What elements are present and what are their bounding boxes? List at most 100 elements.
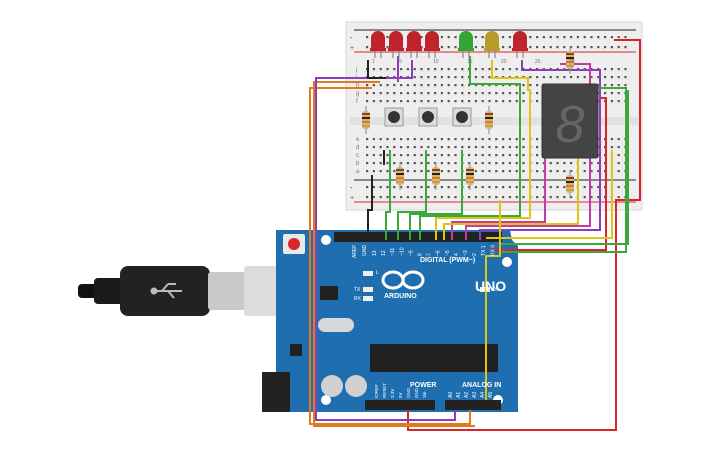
- breadboard-hole: [610, 138, 613, 141]
- breadboard-hole: [474, 138, 477, 141]
- breadboard-hole: [440, 36, 443, 39]
- led[interactable]: [458, 31, 474, 58]
- wire-purple-2[interactable]: [479, 60, 601, 240]
- row-letter: c: [356, 153, 359, 159]
- breadboard-hole: [576, 36, 579, 39]
- resistor[interactable]: [566, 46, 574, 74]
- breadboard-hole: [604, 92, 607, 95]
- wire-purple[interactable]: [315, 60, 456, 421]
- wire-power-red[interactable]: [407, 39, 641, 431]
- power-pin-label: 5V: [398, 392, 403, 398]
- breadboard-hole: [366, 36, 369, 39]
- resistor[interactable]: [466, 162, 474, 190]
- led[interactable]: [370, 31, 386, 58]
- wire-magenta[interactable]: [465, 63, 591, 240]
- digital-pin-label: 13: [372, 250, 378, 256]
- breadboard-hole: [366, 170, 369, 173]
- breadboard-hole: [610, 68, 613, 71]
- wire-green[interactable]: [419, 56, 521, 240]
- led[interactable]: [388, 31, 404, 58]
- breadboard-hole: [481, 46, 484, 49]
- resistor[interactable]: [396, 162, 404, 190]
- power-pin-label: RESET: [382, 383, 387, 398]
- breadboard-hole: [461, 84, 464, 87]
- resistor[interactable]: [485, 106, 493, 134]
- wire-yellow-3[interactable]: [485, 200, 501, 400]
- breadboard-hole: [427, 76, 430, 79]
- resistor[interactable]: [566, 170, 574, 198]
- breadboard-hole: [474, 76, 477, 79]
- wire-yellow[interactable]: [435, 60, 531, 240]
- wire-black[interactable]: [367, 175, 373, 240]
- breadboard-hole: [590, 186, 593, 189]
- breadboard-hole: [386, 84, 389, 87]
- breadboard-hole: [597, 46, 600, 49]
- breadboard-hole: [474, 170, 477, 173]
- reset-button[interactable]: [288, 238, 300, 250]
- breadboard-hole: [447, 68, 450, 71]
- breadboard-hole: [366, 146, 369, 149]
- row-letter: h: [356, 83, 359, 89]
- breadboard-hole: [563, 76, 566, 79]
- led[interactable]: [484, 31, 500, 58]
- breadboard-hole: [563, 36, 566, 39]
- led[interactable]: [406, 31, 422, 58]
- led-row: [370, 31, 528, 58]
- resistor[interactable]: [362, 106, 370, 134]
- breadboard-hole: [406, 146, 409, 149]
- led[interactable]: [424, 31, 440, 58]
- breadboard-hole: [454, 154, 457, 157]
- wire-magenta-2[interactable]: [451, 150, 546, 240]
- breadboard-hole: [413, 146, 416, 149]
- breadboard-hole: [549, 162, 552, 165]
- pushbutton[interactable]: [452, 107, 472, 127]
- breadboard-hole: [447, 162, 450, 165]
- breadboard-hole: [406, 186, 409, 189]
- wire-yellow-2[interactable]: [443, 150, 579, 240]
- wire-green-2[interactable]: [500, 90, 629, 245]
- breadboard-hole: [597, 36, 600, 39]
- breadboard-hole: [604, 84, 607, 87]
- column-number: 20: [501, 59, 507, 65]
- breadboard-hole: [420, 186, 423, 189]
- breadboard-hole: [617, 68, 620, 71]
- breadboard-hole: [440, 154, 443, 157]
- led-on-label: ON: [492, 287, 500, 293]
- breadboard-hole: [366, 100, 369, 103]
- breadboard-hole: [610, 100, 613, 103]
- breadboard-hole: [481, 92, 484, 95]
- breadboard-hole: [502, 154, 505, 157]
- wire-yellow-4[interactable]: [486, 150, 613, 239]
- breadboard-hole: [549, 76, 552, 79]
- breadboard-hole: [583, 170, 586, 173]
- breadboard-hole: [413, 196, 416, 199]
- breadboard-hole: [434, 84, 437, 87]
- breadboard-hole: [474, 146, 477, 149]
- wire-black-2[interactable]: [367, 60, 386, 79]
- resistor[interactable]: [432, 162, 440, 190]
- breadboard-hole: [495, 154, 498, 157]
- breadboard-hole: [583, 162, 586, 165]
- wire-red[interactable]: [490, 97, 607, 251]
- wire-green-5[interactable]: [409, 150, 463, 240]
- breadboard-hole: [366, 154, 369, 157]
- led[interactable]: [512, 31, 528, 58]
- breadboard-hole: [413, 138, 416, 141]
- resistors: [362, 46, 574, 198]
- row-letter: f: [356, 99, 358, 105]
- breadboard-hole: [372, 138, 375, 141]
- wire-orange-2[interactable]: [313, 81, 475, 427]
- breadboard-hole: [570, 76, 573, 79]
- breadboard-hole: [406, 154, 409, 157]
- breadboard-hole: [515, 186, 518, 189]
- breadboard-hole: [413, 186, 416, 189]
- pushbutton[interactable]: [418, 107, 438, 127]
- breadboard-hole: [515, 138, 518, 141]
- breadboard-hole: [597, 186, 600, 189]
- arduino-board[interactable]: [262, 230, 518, 412]
- wire-green-4[interactable]: [397, 150, 427, 240]
- wire-green-3[interactable]: [385, 150, 391, 240]
- pushbutton[interactable]: [384, 107, 404, 127]
- wire-orange[interactable]: [309, 87, 471, 425]
